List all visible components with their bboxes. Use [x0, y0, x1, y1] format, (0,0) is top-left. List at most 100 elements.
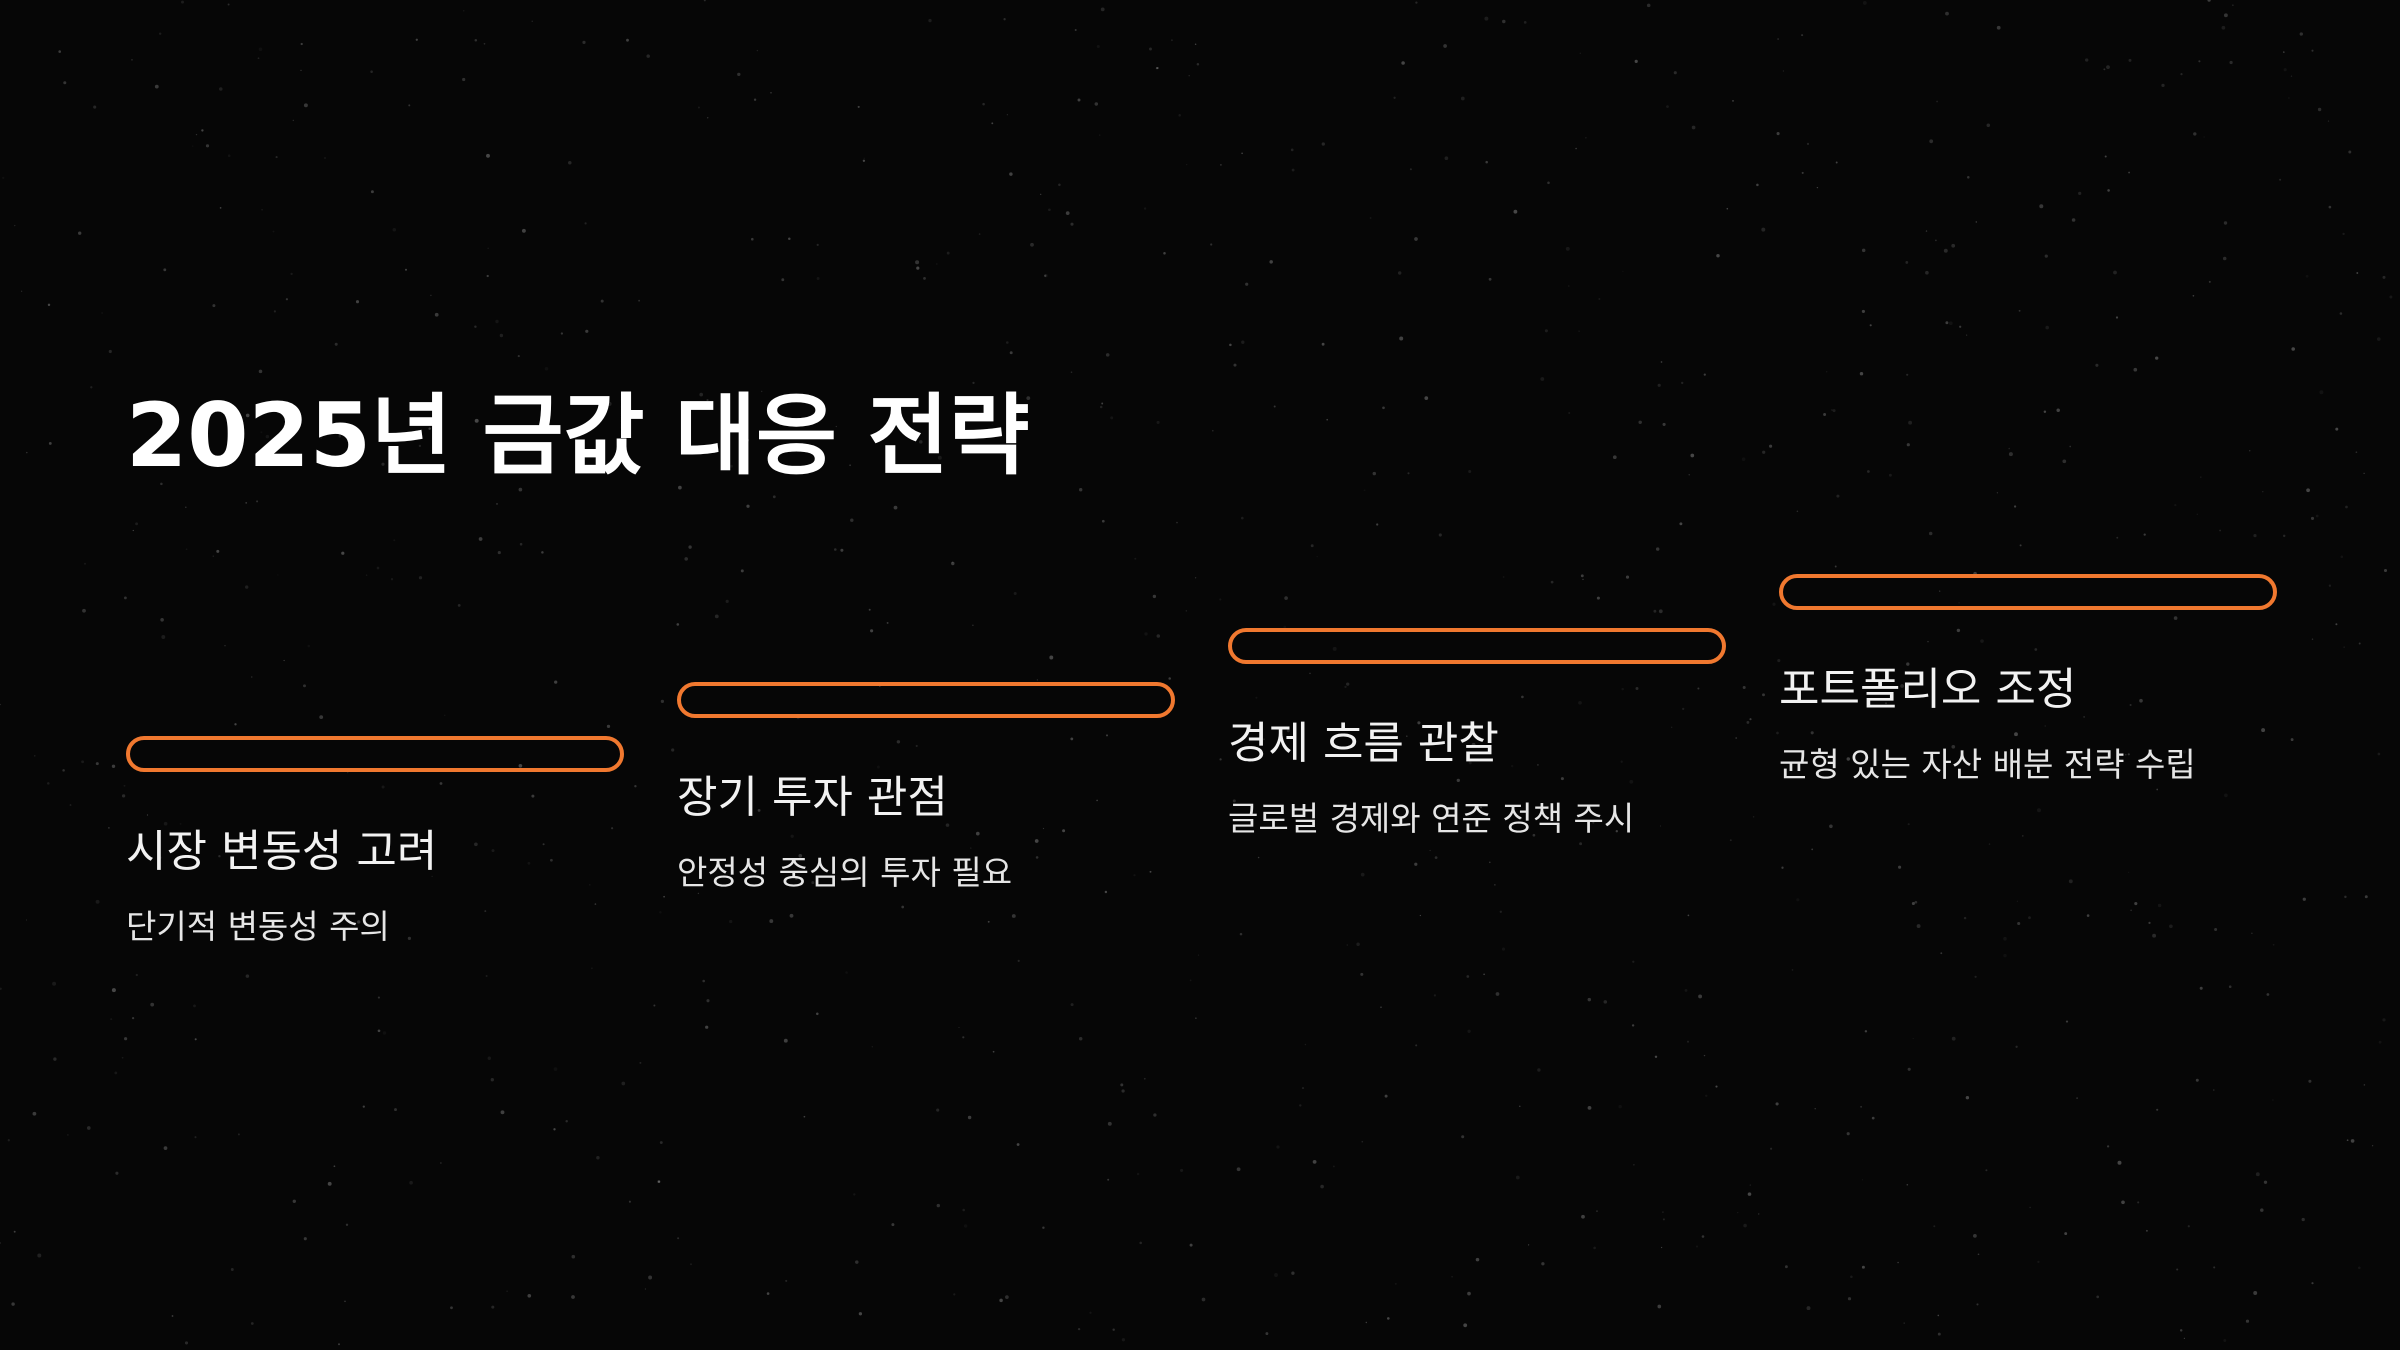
star-speck	[2335, 623, 2338, 626]
star-speck	[1770, 1147, 1773, 1150]
star-speck	[1197, 954, 1200, 956]
star-speck	[52, 981, 57, 986]
star-speck	[982, 102, 985, 106]
star-speck	[393, 539, 396, 542]
star-speck	[550, 858, 553, 862]
star-speck	[2086, 914, 2090, 917]
star-speck	[1861, 1179, 1864, 1181]
star-speck	[1980, 639, 1984, 643]
star-speck	[2176, 1268, 2179, 1271]
star-speck	[972, 624, 974, 626]
star-speck	[1914, 900, 1918, 904]
star-speck	[1959, 325, 1962, 328]
star-speck	[485, 974, 488, 978]
star-speck	[951, 561, 955, 566]
star-speck	[2342, 232, 2345, 236]
star-speck	[2028, 916, 2031, 920]
star-speck	[657, 1180, 661, 1184]
star-speck	[2083, 716, 2085, 718]
star-speck	[766, 1292, 770, 1295]
star-speck	[1906, 443, 1910, 447]
star-speck	[2223, 221, 2228, 225]
star-speck	[1769, 444, 1773, 448]
star-speck	[1823, 756, 1825, 758]
star-speck	[1761, 227, 1766, 232]
star-speck	[82, 608, 86, 613]
star-speck	[1660, 1246, 1663, 1249]
star-speck	[1475, 1257, 1480, 1262]
star-speck	[2363, 1084, 2366, 1086]
star-speck	[2317, 107, 2322, 112]
star-speck	[816, 277, 820, 280]
star-speck	[81, 760, 85, 764]
star-speck	[1592, 821, 1595, 824]
star-speck	[1916, 924, 1921, 929]
star-speck	[1106, 734, 1108, 737]
star-speck	[2065, 1020, 2069, 1023]
star-speck	[857, 105, 860, 108]
star-speck	[1829, 824, 1833, 829]
star-speck	[1732, 100, 1734, 102]
star-speck	[0, 703, 1, 706]
star-speck	[160, 618, 164, 622]
star-speck	[2214, 928, 2218, 931]
star-speck	[2152, 933, 2157, 938]
star-speck	[163, 1146, 168, 1150]
star-speck	[790, 834, 794, 838]
star-speck	[265, 434, 270, 439]
star-speck	[1301, 1087, 1305, 1090]
star-speck	[2261, 728, 2266, 733]
star-speck	[1777, 659, 1781, 663]
star-speck	[115, 1171, 119, 1175]
star-speck	[1691, 125, 1696, 130]
star-speck	[2382, 1018, 2386, 1022]
star-speck	[2253, 1291, 2258, 1295]
star-speck	[272, 230, 275, 233]
star-speck	[1415, 1, 1418, 4]
star-speck	[1596, 1210, 1598, 1212]
star-speck	[300, 69, 302, 71]
star-speck	[706, 399, 709, 402]
star-speck	[1908, 420, 1913, 425]
star-speck	[896, 740, 901, 744]
star-speck	[970, 847, 972, 849]
star-speck	[1156, 634, 1161, 638]
star-speck	[1662, 1218, 1665, 1221]
star-speck	[1898, 865, 1902, 869]
star-speck	[1241, 340, 1245, 344]
star-speck	[1034, 839, 1039, 843]
star-speck	[936, 1108, 940, 1112]
star-speck	[1762, 450, 1766, 454]
star-speck	[862, 159, 866, 162]
star-speck	[1415, 1044, 1418, 1047]
star-speck	[1136, 1172, 1140, 1176]
star-speck	[1321, 342, 1325, 346]
star-speck	[285, 298, 289, 301]
star-speck	[1830, 408, 1834, 412]
star-speck	[1291, 1271, 1295, 1275]
star-speck	[1444, 156, 1449, 161]
star-speck	[2272, 943, 2275, 946]
star-speck	[1658, 609, 1663, 614]
star-speck	[1567, 285, 1570, 287]
star-speck	[858, 1312, 863, 1316]
star-speck	[2106, 1145, 2110, 1148]
star-speck	[1662, 1211, 1664, 1213]
star-speck	[370, 190, 374, 194]
star-speck	[1861, 248, 1866, 253]
star-speck	[191, 145, 194, 147]
star-speck	[230, 1268, 234, 1271]
star-speck	[1519, 1105, 1521, 1108]
star-speck	[1153, 1113, 1157, 1117]
star-speck	[1332, 646, 1337, 651]
star-speck	[678, 485, 682, 490]
star-speck	[474, 325, 477, 328]
star-speck	[1316, 555, 1318, 558]
star-speck	[1684, 988, 1688, 992]
star-speck	[346, 771, 349, 774]
star-speck	[1698, 994, 1703, 999]
star-speck	[334, 342, 338, 346]
star-speck	[935, 447, 938, 450]
star-speck	[1582, 578, 1584, 581]
